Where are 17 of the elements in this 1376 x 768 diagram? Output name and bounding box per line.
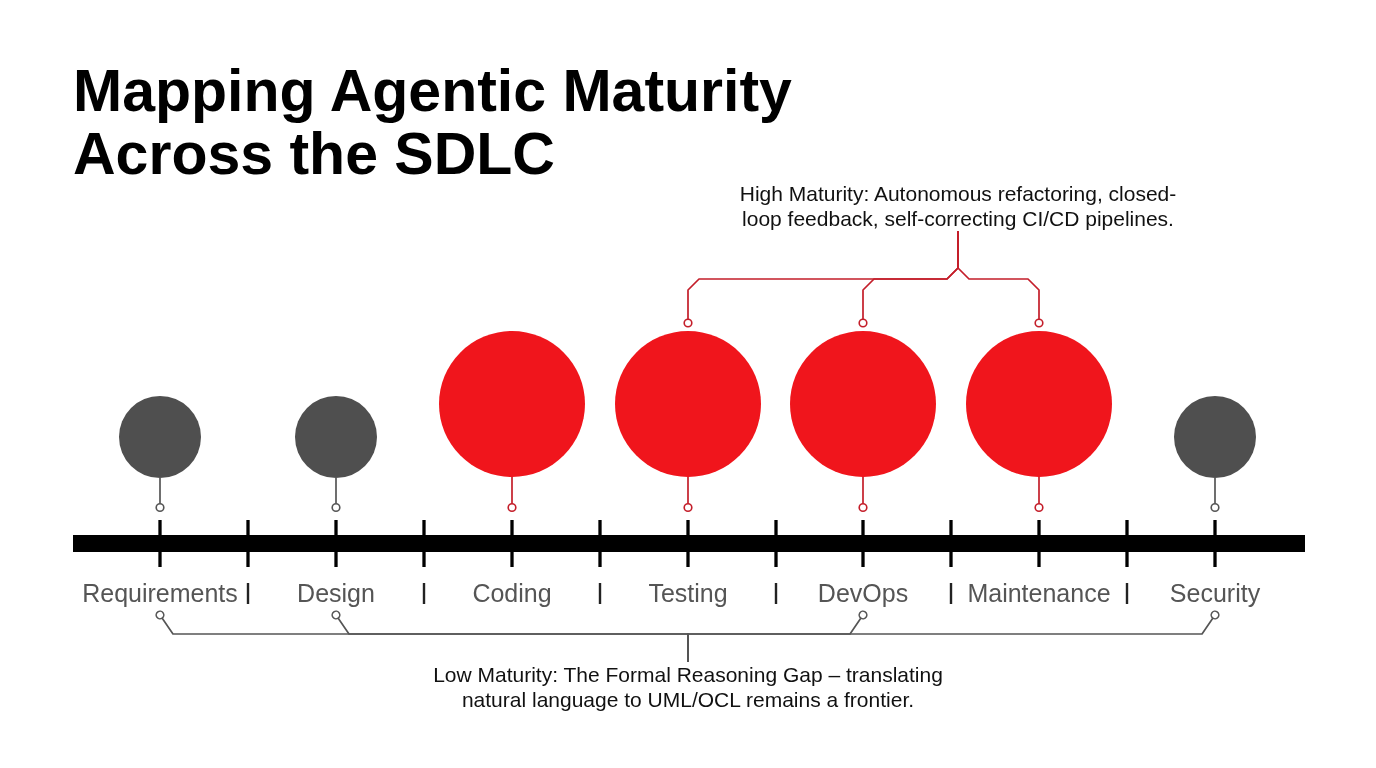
bracket-line [687,610,1220,663]
stage-label: Requirements [82,579,238,607]
stage-label: DevOps [817,579,909,607]
stage-label: Coding [472,579,552,607]
stem-line [683,476,693,513]
stage-label: Maintenance [967,579,1111,607]
stem-line [1034,476,1044,513]
stem-line [1210,477,1220,513]
annotation-text: Low Maturity: The Formal Reasoning Gap – translating natural language to UML/OCL remains a frontier. [423,662,953,712]
stem-line [858,476,868,513]
stem-line [155,477,165,513]
stem-line [331,477,341,513]
stage-label: Design [297,579,375,607]
bracket-line [957,230,1044,328]
stem-line [507,476,517,513]
stage-label: Security [1169,579,1261,607]
stage-label: Testing [648,579,728,607]
